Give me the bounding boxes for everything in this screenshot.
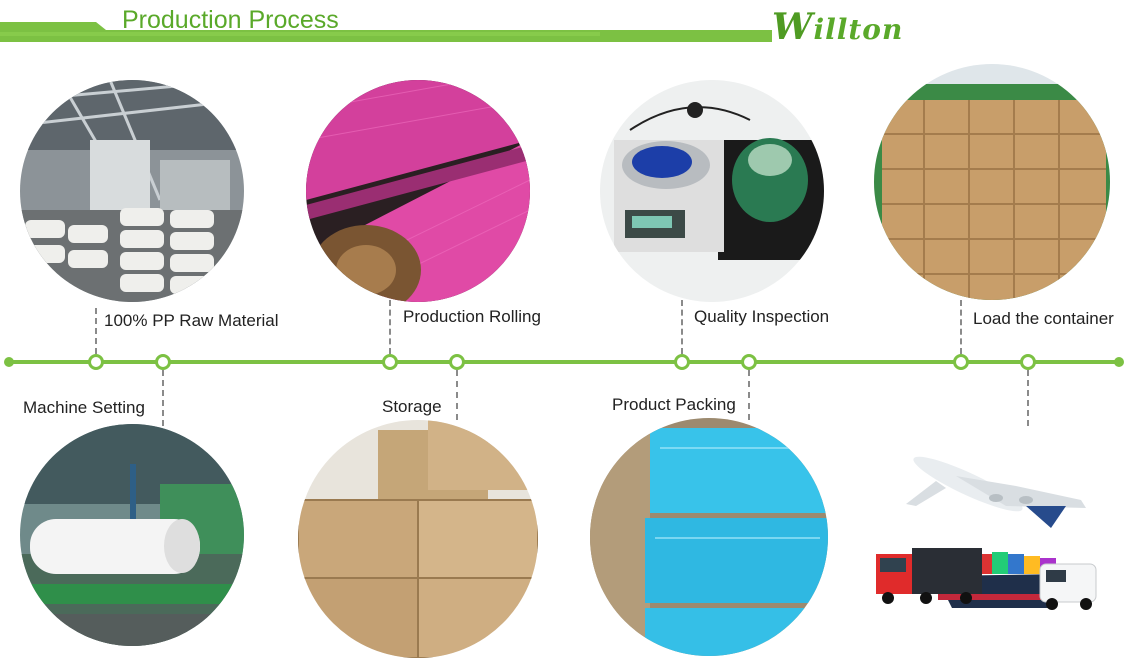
timeline-line [8, 360, 1120, 364]
photo-packing [590, 418, 828, 656]
photo-machine [20, 424, 244, 646]
brand-logo-text: illton [813, 13, 904, 46]
timeline-end-dot [1114, 357, 1124, 367]
page-title: Production Process [122, 6, 339, 34]
label-rolling: Production Rolling [403, 307, 541, 326]
timeline-node-machine [155, 354, 171, 370]
timeline-start-dot [4, 357, 14, 367]
van-icon [1039, 563, 1097, 610]
photo-quality [600, 80, 824, 302]
brand-logo: Willton [772, 6, 904, 48]
photo-load [874, 64, 1110, 300]
label-raw-material: 100% PP Raw Material [104, 311, 279, 330]
label-packing: Product Packing [612, 395, 736, 414]
timeline-node-rolling [382, 354, 398, 370]
connector-shipping [1027, 370, 1029, 426]
connector-raw-material [95, 308, 97, 354]
timeline-node-shipping [1020, 354, 1036, 370]
timeline-node-packing [741, 354, 757, 370]
connector-packing [748, 370, 750, 420]
header-underline [0, 22, 772, 42]
connector-rolling [389, 300, 391, 354]
photo-storage [298, 420, 538, 658]
truck-icon [876, 548, 982, 604]
photo-raw-material [20, 80, 244, 302]
connector-machine [162, 370, 164, 426]
timeline-node-storage [449, 354, 465, 370]
timeline-node-quality [674, 354, 690, 370]
label-machine: Machine Setting [23, 398, 145, 417]
timeline-node-raw-material [88, 354, 104, 370]
label-load: Load the container [973, 309, 1114, 328]
connector-load [960, 300, 962, 354]
connector-storage [456, 370, 458, 420]
shipping-illustration [876, 436, 1098, 616]
label-quality: Quality Inspection [694, 307, 830, 326]
timeline-node-load [953, 354, 969, 370]
label-storage: Storage [382, 397, 442, 416]
airplane-icon [906, 456, 1086, 528]
connector-quality [681, 300, 683, 354]
photo-rolling [306, 80, 530, 302]
